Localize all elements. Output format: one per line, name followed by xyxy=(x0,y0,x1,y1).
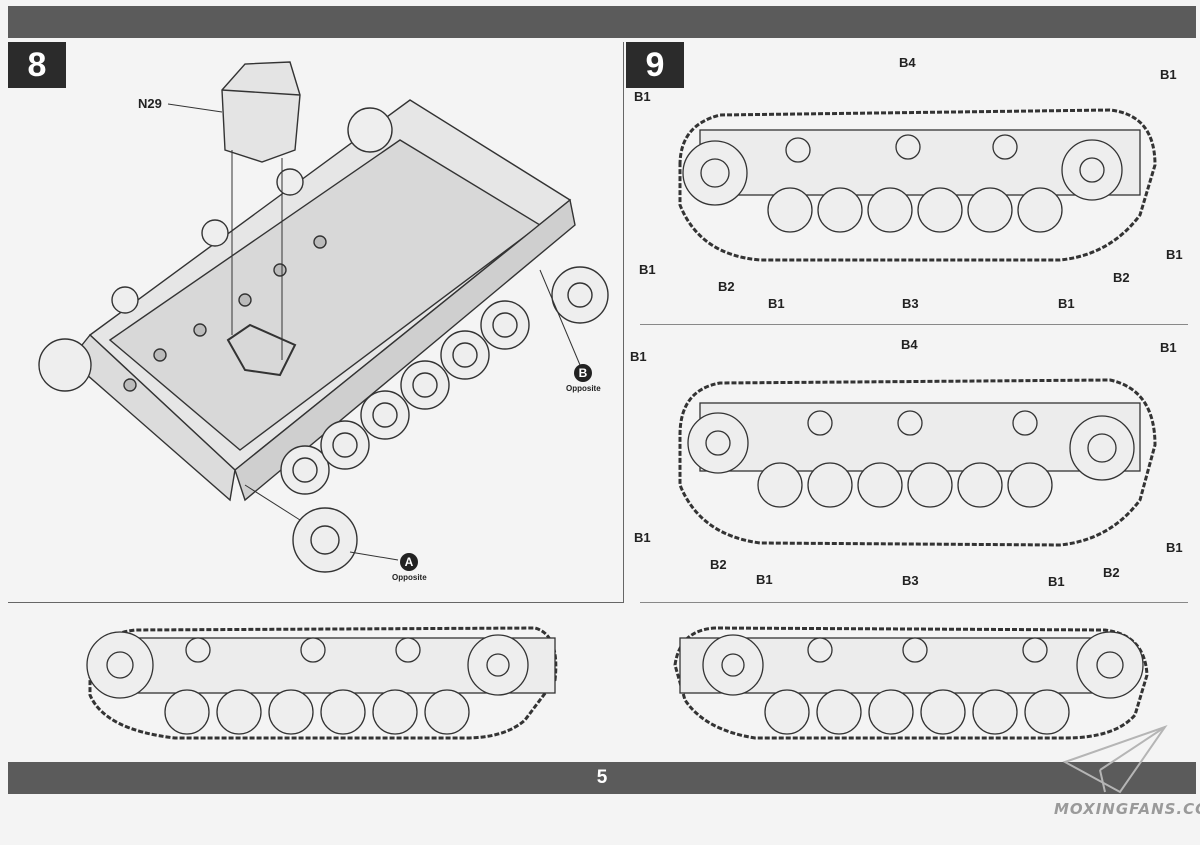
label-b1-upper-lt: B1 xyxy=(634,89,651,104)
label-b1-lower-ml: B1 xyxy=(756,572,773,587)
marker-a: A xyxy=(400,553,418,571)
marker-b-caption: Opposite xyxy=(566,384,601,393)
label-b1-lower-mr: B1 xyxy=(1048,574,1065,589)
page-number: 5 xyxy=(596,767,608,788)
label-b3-lower: B3 xyxy=(902,573,919,588)
paper-plane-logo xyxy=(1062,725,1168,794)
label-b1-upper-rt: B1 xyxy=(1160,67,1177,82)
completed-view-left xyxy=(86,626,558,740)
label-b1-lower-lb: B1 xyxy=(634,530,651,545)
label-b1-upper-ml: B1 xyxy=(768,296,785,311)
track-diagram-upper xyxy=(678,108,1157,262)
label-b3-upper: B3 xyxy=(902,296,919,311)
marker-b: B xyxy=(574,364,592,382)
label-b1-lower-lt: B1 xyxy=(630,349,647,364)
part-label-n29: N29 xyxy=(138,96,162,111)
step-8-panel xyxy=(8,42,624,603)
footer-band: 5 xyxy=(8,762,1196,794)
header-band xyxy=(8,6,1196,38)
label-b4-upper: B4 xyxy=(899,55,916,70)
label-b1-upper-mr: B1 xyxy=(1058,296,1075,311)
watermark-text: MOXINGFANS.COM xyxy=(1054,800,1200,818)
label-b1-upper-rb: B1 xyxy=(1166,247,1183,262)
label-b2-lower-right: B2 xyxy=(1103,565,1120,580)
label-b2-upper-left: B2 xyxy=(718,279,735,294)
step-8-number: 8 xyxy=(8,42,66,88)
label-b1-lower-rb: B1 xyxy=(1166,540,1183,555)
label-b2-upper-right: B2 xyxy=(1113,270,1130,285)
step-9-divider-2 xyxy=(640,602,1188,603)
step-9-number: 9 xyxy=(626,42,684,88)
label-b4-lower: B4 xyxy=(901,337,918,352)
label-b1-upper-lb: B1 xyxy=(639,262,656,277)
label-b1-lower-rt: B1 xyxy=(1160,340,1177,355)
label-b2-lower-left: B2 xyxy=(710,557,727,572)
track-diagram-lower xyxy=(678,378,1157,547)
step-9-divider-1 xyxy=(640,324,1188,325)
completed-view-right xyxy=(673,626,1149,740)
marker-a-caption: Opposite xyxy=(392,573,427,582)
hull-interior-drawing xyxy=(38,61,609,573)
